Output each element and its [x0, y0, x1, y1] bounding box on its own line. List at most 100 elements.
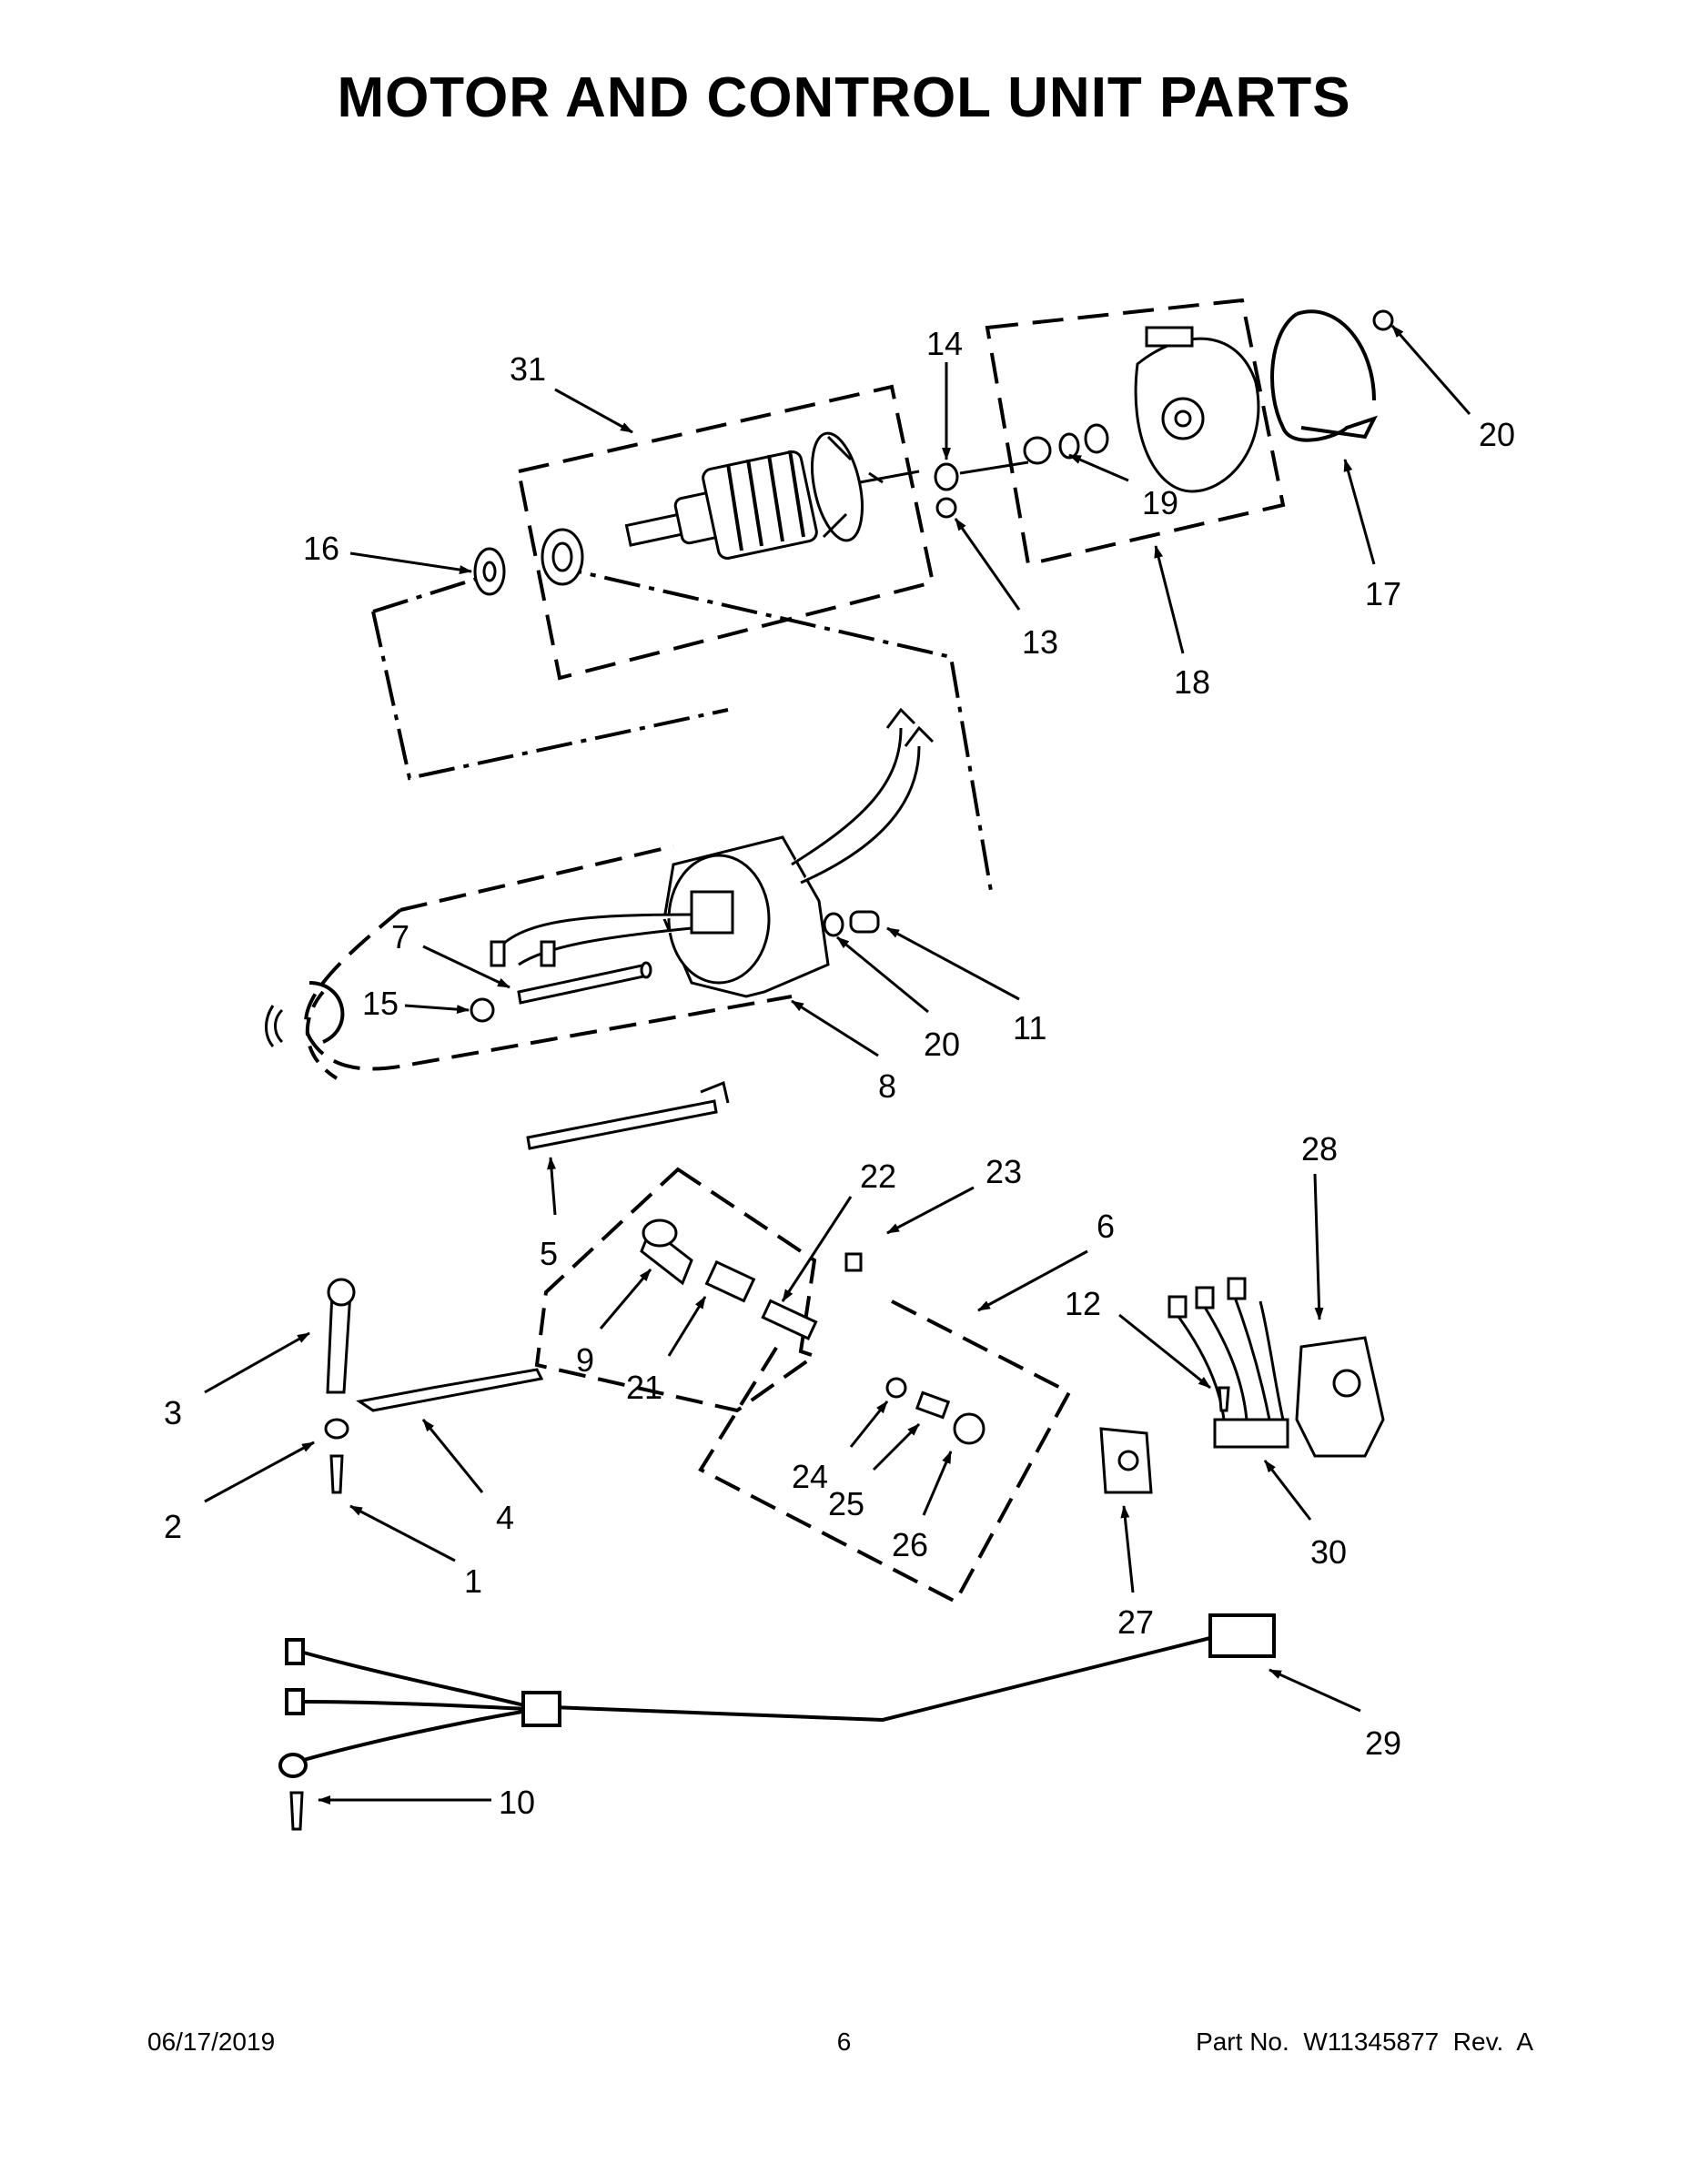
leader-23 — [886, 1186, 975, 1235]
leader-16 — [349, 551, 472, 575]
leader-12 — [1118, 1313, 1211, 1390]
callout-6: 6 — [1097, 1208, 1115, 1245]
callout-15: 15 — [362, 985, 399, 1022]
leader-29 — [1269, 1668, 1361, 1713]
spring-part — [915, 1390, 951, 1420]
thru-bolt-part — [517, 961, 652, 1005]
leader-9 — [599, 1269, 652, 1330]
nut-part — [1372, 309, 1394, 331]
callout-25: 25 — [828, 1485, 864, 1522]
leader-19 — [1068, 453, 1129, 482]
washer-part — [324, 1418, 349, 1440]
leader-4 — [421, 1419, 484, 1493]
washer-part — [934, 462, 959, 519]
knob-part — [953, 1412, 986, 1445]
switch-part — [1099, 1427, 1153, 1494]
nut-part — [823, 912, 844, 937]
callout-26: 26 — [892, 1526, 928, 1563]
lever-part — [326, 1290, 352, 1394]
callout-12: 12 — [1065, 1285, 1101, 1322]
callout-9: 9 — [576, 1341, 594, 1379]
small-spring-part — [844, 1252, 863, 1272]
retainer-ring-part — [1270, 309, 1378, 442]
callout-17: 17 — [1365, 575, 1401, 612]
screw-part — [329, 1454, 344, 1494]
callout-21: 21 — [626, 1369, 662, 1406]
callout-20b: 20 — [924, 1026, 960, 1063]
leader-15 — [404, 1004, 470, 1015]
end-bell-part — [959, 326, 1260, 493]
screw-part — [289, 1791, 304, 1831]
brush-group-boundary — [534, 1167, 819, 1413]
callout-11: 11 — [1013, 1009, 1046, 1046]
callout-8: 8 — [878, 1067, 896, 1105]
leader-24 — [849, 1400, 889, 1448]
control-group-boundary — [698, 1299, 1072, 1604]
callout-2: 2 — [164, 1508, 182, 1545]
callout-27: 27 — [1117, 1603, 1154, 1641]
leader-22 — [781, 1196, 853, 1302]
clip-part — [308, 981, 345, 1044]
leader-2 — [204, 1441, 315, 1503]
page-title: MOTOR AND CONTROL UNIT PARTS — [337, 66, 1351, 129]
leader-1 — [349, 1504, 456, 1562]
leader-7 — [422, 945, 510, 989]
footer-part-number: Part No. W11345877 Rev. A — [1196, 2027, 1533, 2056]
callout-5: 5 — [540, 1235, 558, 1272]
field-housing-part — [490, 707, 935, 998]
callout-20a: 20 — [1479, 416, 1515, 453]
callout-30: 30 — [1310, 1533, 1347, 1571]
callout-14: 14 — [926, 325, 963, 362]
dash-dot-connector — [371, 562, 994, 897]
callout-31: 31 — [510, 350, 546, 388]
leader-31 — [554, 388, 633, 434]
callout-18: 18 — [1174, 663, 1210, 701]
callout-23: 23 — [986, 1153, 1022, 1190]
control-board-part — [1295, 1336, 1385, 1458]
leader-11 — [886, 926, 1020, 1001]
callout-7: 7 — [391, 918, 409, 956]
cap-part — [885, 1377, 907, 1399]
callout-4: 4 — [496, 1499, 514, 1536]
armature-part — [624, 431, 920, 560]
callout-3: 3 — [164, 1394, 182, 1431]
leader-26 — [922, 1451, 953, 1516]
screw-part — [1218, 1386, 1230, 1412]
callout-29: 29 — [1365, 1724, 1401, 1762]
leader-5 — [547, 1157, 557, 1216]
wire-harness-part — [1167, 1277, 1289, 1449]
field-group-boundary — [304, 844, 793, 1071]
leader-13 — [954, 518, 1021, 611]
callout-16: 16 — [303, 530, 339, 567]
end-bell-group-boundary — [985, 298, 1286, 567]
leader-20a — [1390, 325, 1471, 415]
callout-22: 22 — [860, 1158, 896, 1195]
armature-group-boundary — [516, 384, 935, 681]
leader-28 — [1313, 1173, 1324, 1320]
bearing-part — [473, 528, 584, 596]
spring-part — [356, 1368, 544, 1412]
leader-17 — [1343, 459, 1376, 565]
callout-28: 28 — [1301, 1130, 1338, 1168]
footer-page-number: 6 — [836, 2027, 852, 2056]
callout-10: 10 — [499, 1784, 535, 1821]
leader-25 — [872, 1422, 921, 1471]
callout-1: 1 — [464, 1562, 482, 1600]
star-washer-part — [470, 997, 495, 1023]
brush-part — [704, 1259, 756, 1303]
leader-18 — [1154, 545, 1185, 654]
power-cord-part — [278, 1613, 1276, 1778]
leader-8 — [791, 999, 879, 1057]
callout-13: 13 — [1022, 623, 1058, 661]
leader-3 — [204, 1331, 310, 1394]
brush-spring-part — [761, 1299, 818, 1340]
leader-27 — [1120, 1505, 1135, 1593]
callout-19: 19 — [1142, 484, 1178, 521]
callout-24: 24 — [792, 1458, 828, 1495]
control-link-part — [526, 1080, 730, 1150]
spacer-part — [849, 910, 880, 934]
footer-date: 06/17/2019 — [147, 2027, 276, 2056]
leader-21 — [667, 1296, 707, 1357]
leader-20b — [836, 935, 929, 1014]
